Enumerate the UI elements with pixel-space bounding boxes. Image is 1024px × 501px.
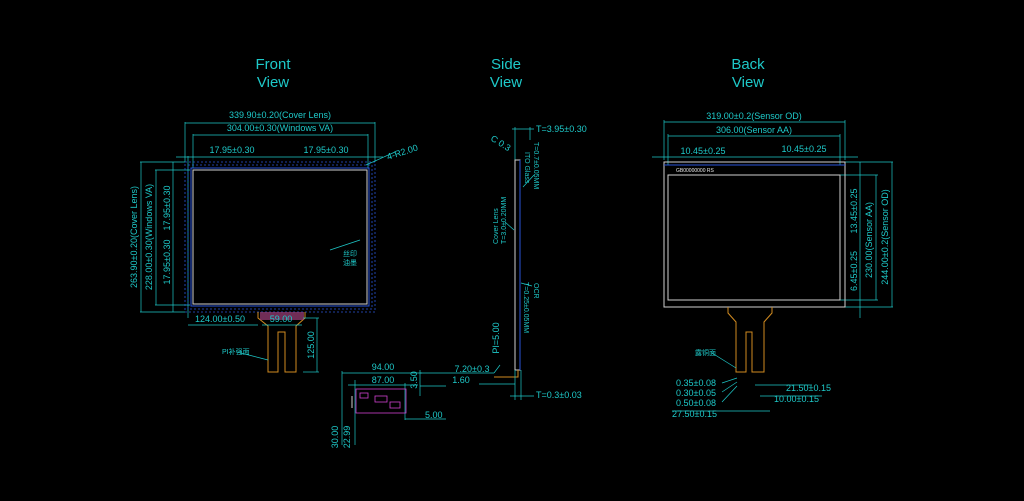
back-sensor-aa-width-dim: 306.00(Sensor AA) — [716, 125, 792, 135]
back-margin-right-dim: 10.45±0.25 — [782, 144, 827, 154]
front-fpc-length-dim: 125.00 — [306, 331, 316, 359]
back-sensor-od-width-dim: 319.00±0.2(Sensor OD) — [706, 111, 802, 121]
back-margin-bottom-dim: 6.45±0.25 — [849, 251, 859, 291]
side-thickness-dim: T=3.95±0.30 — [536, 124, 587, 134]
detail-width-1-dim: 94.00 — [372, 362, 395, 372]
side-ocr-thickness-label: T=0.25±0.05MM — [522, 282, 529, 333]
front-view-title-line2: View — [257, 74, 289, 91]
front-view-title-line1: Front — [255, 56, 291, 73]
detail-vertical-2-dim: 22.99 — [342, 426, 352, 449]
side-view-drawing — [479, 127, 535, 400]
front-pi-note: PI补强面 — [222, 347, 250, 356]
side-view-title-line2: View — [490, 74, 522, 91]
back-sensor-aa-height-dim: 230.00(Sensor AA) — [864, 202, 874, 278]
side-ocr-label: OCR — [532, 283, 539, 299]
back-view-title-line1: Back — [731, 56, 765, 73]
front-fpc-offset-dim: 124.00±0.50 — [195, 314, 245, 324]
front-va-height-dim: 228.00±0.30(Windows VA) — [144, 184, 154, 290]
detail-height-1-dim: 3.50 — [409, 371, 419, 389]
front-margin-v1-dim: 17.95±0.30 — [162, 240, 172, 285]
connector-detail-drawing — [341, 364, 501, 445]
front-view-drawing — [140, 122, 396, 373]
front-fpc-width-dim: 59.00 — [270, 314, 293, 324]
side-cover-thickness-label: T=3.0±0.20MM — [501, 197, 508, 244]
front-radius-dim: 4-R2.00 — [386, 142, 420, 161]
front-silk-note-2: 油墨 — [343, 258, 357, 267]
back-connector-width-dim: 27.50±0.15 — [672, 409, 717, 419]
detail-vertical-1-dim: 30.00 — [330, 426, 340, 449]
back-view-title-line2: View — [732, 74, 764, 91]
front-margin-left-dim: 17.95±0.30 — [210, 145, 255, 155]
detail-height-2-dim: 5.00 — [425, 410, 443, 420]
side-cover-lens-label: Cover Lens — [493, 208, 500, 244]
back-pin-gap-dim: 0.50±0.08 — [676, 398, 716, 408]
back-margin-left-dim: 10.45±0.25 — [681, 146, 726, 156]
back-view-drawing — [652, 120, 893, 412]
side-fpc-offset-dim: 1.60 — [452, 375, 470, 385]
side-fpc-length-dim: 7.20±0.3 — [455, 364, 490, 374]
front-cover-width-dim: 339.90±0.20(Cover Lens) — [229, 110, 331, 120]
side-chamfer-dim: C 0.3 — [489, 133, 513, 153]
back-sensor-od-height-dim: 244.00±0.2(Sensor OD) — [880, 189, 890, 285]
side-ito-glass-label: ITO Glass — [523, 152, 530, 184]
back-copper-note: 露铜面 — [695, 348, 716, 357]
front-margin-v2-dim: 17.95±0.30 — [162, 186, 172, 231]
front-cover-height-dim: 263.90±0.20(Cover Lens) — [129, 186, 139, 288]
back-pin-pitch-dim: 0.35±0.08 — [676, 378, 716, 388]
back-fpc-width-2-dim: 10.00±0.15 — [774, 394, 819, 404]
detail-width-2-dim: 87.00 — [372, 375, 395, 385]
back-margin-top-dim: 13.45±0.25 — [849, 189, 859, 234]
back-sensor-label: GB00000000 RS — [676, 168, 714, 174]
side-fpc-thickness-dim: T=0.3±0.03 — [536, 390, 582, 400]
side-pi-dim: PI=5.00 — [491, 322, 501, 353]
side-ito-thickness-label: T=0.7±0.05MM — [532, 142, 539, 189]
front-silk-note-1: 丝印 — [343, 249, 357, 258]
back-fpc-width-dim: 21.50±0.15 — [786, 383, 831, 393]
side-view-title-line1: Side — [491, 56, 521, 73]
front-va-width-dim: 304.00±0.30(Windows VA) — [227, 123, 333, 133]
back-pin-width-dim: 0.30±0.05 — [676, 388, 716, 398]
front-margin-right-dim: 17.95±0.30 — [304, 145, 349, 155]
